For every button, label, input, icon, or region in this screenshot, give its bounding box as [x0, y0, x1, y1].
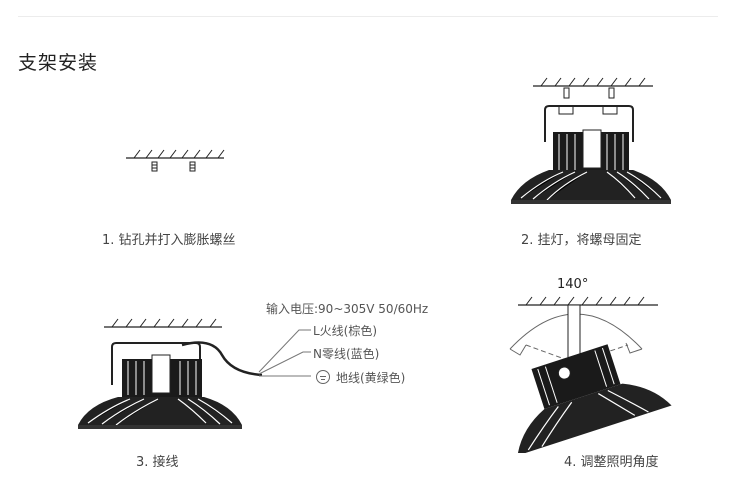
ground-wire-label: 地线(黄绿色)	[336, 371, 406, 385]
step4-caption: 4. 调整照明角度	[564, 455, 659, 470]
live-wire-label: L火线(棕色)	[313, 324, 378, 338]
top-divider	[18, 16, 718, 17]
step2-caption: 2. 挂灯，将螺母固定	[521, 233, 642, 248]
step1-ceiling-bolts-figure	[126, 149, 225, 172]
step3-caption: 3. 接线	[136, 455, 179, 470]
step4-angle-figure	[509, 296, 672, 453]
ground-symbol-icon	[316, 370, 330, 384]
step3-wiring-figure	[78, 318, 263, 429]
neutral-wire-label: N零线(蓝色)	[313, 347, 380, 361]
input-voltage-label: 输入电压:90~305V 50/60Hz	[266, 302, 429, 316]
section-title: 支架安装	[18, 52, 99, 74]
step2-hang-lamp-figure	[511, 77, 671, 204]
step1-caption: 1. 钻孔并打入膨胀螺丝	[102, 233, 236, 248]
wiring-leader-lines	[258, 329, 311, 377]
angle-label: 140°	[557, 277, 589, 292]
